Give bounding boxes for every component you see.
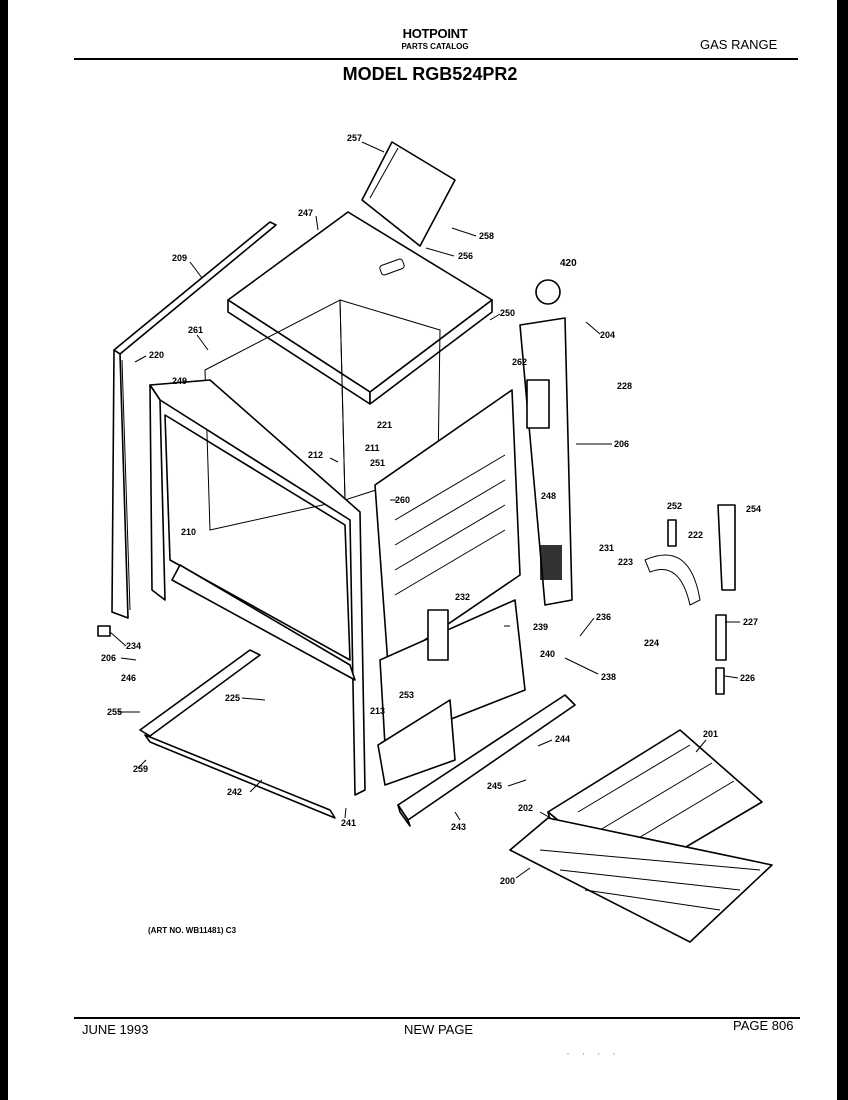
- rear-channel: [519, 317, 573, 606]
- scan-border-right: [837, 0, 848, 1100]
- product-category: GAS RANGE: [700, 37, 778, 52]
- callout: 240: [540, 649, 555, 659]
- callout: 201: [703, 729, 718, 739]
- hinge-parts: [97, 279, 736, 695]
- callout: 254: [746, 504, 761, 514]
- callout: 206: [101, 653, 116, 663]
- footer-page-number: PAGE 806: [733, 1018, 794, 1033]
- oven-rack: [509, 817, 773, 943]
- footer-note: NEW PAGE: [404, 1022, 474, 1037]
- callout: 246: [121, 673, 136, 683]
- cooktop-panel: [227, 211, 493, 405]
- front-frame: [149, 379, 366, 796]
- callout-labels: 257 247 258 256 420 209 250 204 261 220 …: [101, 133, 761, 886]
- left-side-panel: [111, 221, 277, 619]
- catalog-label: PARTS CATALOG: [401, 42, 469, 51]
- callout: 245: [487, 781, 502, 791]
- kick-panel: [397, 694, 576, 827]
- callout: 223: [618, 557, 633, 567]
- header-rule: [74, 58, 798, 60]
- callout: 251: [370, 458, 385, 468]
- callout-leaders: [109, 141, 740, 879]
- callout: 420: [560, 258, 577, 269]
- callout: 250: [500, 308, 515, 318]
- callout: 204: [600, 330, 615, 340]
- callout: 256: [458, 251, 473, 261]
- callout: 248: [541, 491, 556, 501]
- callout: 238: [601, 672, 616, 682]
- callout: 220: [149, 350, 164, 360]
- callout: 249: [172, 376, 187, 386]
- callout: 200: [500, 876, 515, 886]
- callout: 236: [596, 612, 611, 622]
- callout: 213: [370, 706, 385, 716]
- callout: 247: [298, 208, 313, 218]
- callout: 252: [667, 501, 682, 511]
- callout: 231: [599, 543, 614, 553]
- callout: 242: [227, 787, 242, 797]
- callout: 234: [126, 641, 141, 651]
- brand-name: HOTPOINT: [402, 26, 468, 41]
- model-title: MODEL RGB524PR2: [342, 64, 518, 84]
- callout: 211: [365, 443, 380, 453]
- callout: 257: [347, 133, 362, 143]
- callout: 202: [518, 803, 533, 813]
- bottom-pan: [379, 599, 526, 746]
- art-number: (ART NO. WB11481) C3: [148, 926, 237, 935]
- footer-rule: [74, 1017, 800, 1019]
- callout: 243: [451, 822, 466, 832]
- callout: 225: [225, 693, 240, 703]
- bottom-rails: [139, 649, 336, 819]
- broiler-drawer-front: [377, 699, 456, 786]
- callout: 260: [395, 495, 410, 505]
- callout: 255: [107, 707, 122, 717]
- callout: 262: [512, 357, 527, 367]
- callout: 206: [614, 439, 629, 449]
- faint-stamp: · · · ·: [566, 1046, 620, 1060]
- callout: 227: [743, 617, 758, 627]
- callout: 241: [341, 818, 356, 828]
- callout: 221: [377, 420, 392, 430]
- footer-date: JUNE 1993: [82, 1022, 149, 1037]
- callout: 261: [188, 325, 203, 335]
- flue-cover: [361, 141, 456, 247]
- callout: 212: [308, 450, 323, 460]
- scan-border-left: [0, 0, 8, 1100]
- callout: 226: [740, 673, 755, 683]
- callout: 253: [399, 690, 414, 700]
- callout: 228: [617, 381, 632, 391]
- callout: 224: [644, 638, 659, 648]
- callout: 209: [172, 253, 187, 263]
- callout: 259: [133, 764, 148, 774]
- callout: 210: [181, 527, 196, 537]
- callout: 222: [688, 530, 703, 540]
- callout: 244: [555, 734, 570, 744]
- callout: 258: [479, 231, 494, 241]
- right-side-panel: [374, 389, 521, 666]
- callout: 232: [455, 592, 470, 602]
- callout: 239: [533, 622, 548, 632]
